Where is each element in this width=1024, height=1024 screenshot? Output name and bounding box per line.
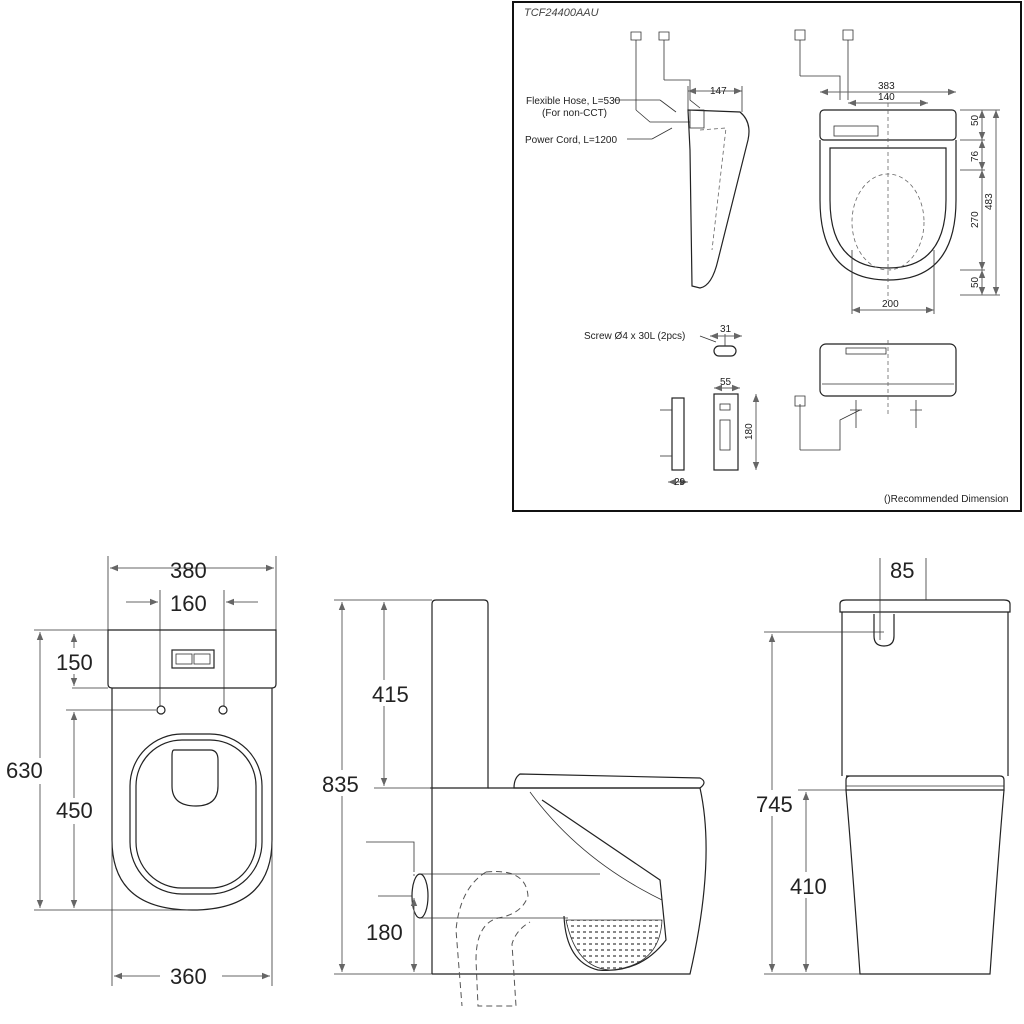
seat-plan-view: 383 140 50 76 270 50 483 200: [794, 29, 1000, 314]
model-number: TCF24400AAU: [524, 7, 599, 19]
dim-180-remote: 180: [744, 423, 755, 440]
dim-147: 147: [710, 86, 727, 97]
dim-630: 630: [6, 758, 43, 783]
dim-745: 745: [756, 792, 793, 817]
dim-140: 140: [878, 92, 895, 103]
recommended-note: ()Recommended Dimension: [884, 494, 1009, 505]
seat-rear-view: [794, 340, 957, 451]
dim-76: 76: [970, 150, 981, 162]
dim-835: 835: [322, 772, 359, 797]
toilet-rear-view: 85 745 410: [754, 558, 1011, 975]
screw-label: Screw Ø4 x 30L (2pcs): [584, 331, 685, 342]
dim-410: 410: [790, 874, 827, 899]
dim-160: 160: [170, 591, 207, 616]
dim-55: 55: [720, 377, 732, 388]
dim-360: 360: [170, 964, 207, 989]
screw-detail: Screw Ø4 x 30L (2pcs) 31: [584, 324, 742, 357]
dim-270: 270: [970, 211, 981, 228]
dim-450: 450: [56, 798, 93, 823]
dim-50-bottom: 50: [970, 276, 981, 288]
dim-180: 180: [366, 920, 403, 945]
cord-label: Power Cord, L=1200: [525, 135, 617, 146]
dim-200: 200: [882, 299, 899, 310]
dim-29: 29: [674, 477, 686, 488]
hose-label: Flexible Hose, L=530: [526, 96, 621, 107]
seat-side-elevation: 147 Flexible Hose, L=530 (For non-CCT) P…: [525, 31, 750, 289]
dim-31: 31: [720, 324, 732, 335]
hose-note: (For non-CCT): [542, 108, 607, 119]
dim-150: 150: [56, 650, 93, 675]
dim-85: 85: [890, 558, 914, 583]
seat-spec-panel: TCF24400AAU 147 Flexible Hose, L=530 (Fo…: [512, 1, 1022, 512]
toilet-side-view: 835 415 180: [322, 599, 707, 1007]
dim-483: 483: [984, 193, 995, 210]
dim-383: 383: [878, 81, 895, 92]
dim-50-top: 50: [970, 114, 981, 126]
dim-415: 415: [372, 682, 409, 707]
remote-controller-detail: 29 55 180: [660, 377, 760, 488]
toilet-top-view: 380 160 630 150 450 360: [4, 556, 277, 989]
dim-380: 380: [170, 558, 207, 583]
